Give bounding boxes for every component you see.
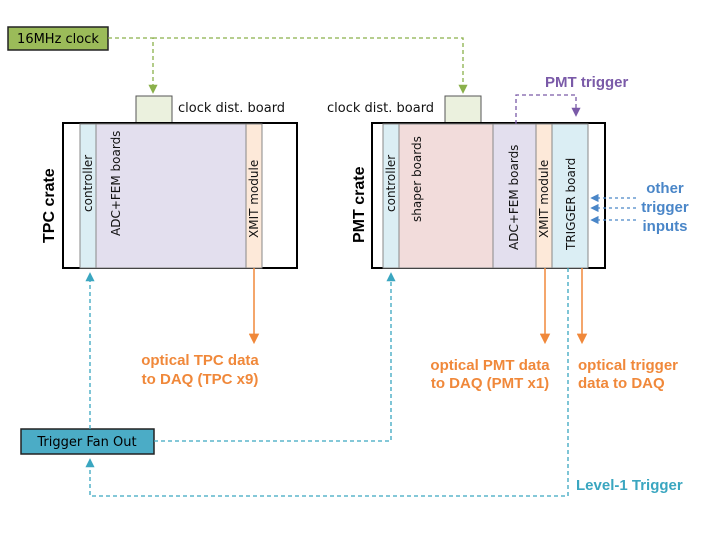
tpc-crate-title: TPC crate bbox=[41, 168, 58, 243]
pmt-clock-board-label: clock dist. board bbox=[327, 101, 434, 116]
level1-trigger-line bbox=[85, 268, 569, 497]
trigger-output-line1: optical trigger bbox=[578, 357, 678, 374]
pmt-adc-fem-slot bbox=[492, 123, 537, 269]
pmt-trigger-line bbox=[515, 94, 581, 124]
pmt-crate-title: PMT crate bbox=[351, 166, 368, 243]
tpc-clock-board bbox=[135, 95, 173, 124]
clock-line-tpc bbox=[108, 37, 158, 94]
fanout-to-pmt-line bbox=[154, 272, 396, 442]
pmt-output-line1: optical PMT data bbox=[430, 357, 550, 374]
pmt-adc-fem-label: ADC+FEM boards bbox=[507, 145, 521, 250]
tpc-adc-fem-label: ADC+FEM boards bbox=[109, 131, 123, 236]
tpc-output-line2: to DAQ (TPC x9) bbox=[142, 371, 259, 388]
pmt-shaper-slot bbox=[398, 123, 494, 269]
clock-source-label: 16MHz clock bbox=[17, 32, 99, 47]
pmt-shaper-label: shaper boards bbox=[410, 136, 424, 222]
pmt-trigger-label: PMT trigger bbox=[545, 74, 628, 91]
pmt-trigger-board-label: TRIGGER board bbox=[564, 158, 578, 251]
tpc-xmit-label: XMIT module bbox=[247, 160, 261, 238]
pmt-output-line2: to DAQ (PMT x1) bbox=[431, 375, 549, 392]
level1-trigger-label: Level-1 Trigger bbox=[576, 477, 683, 494]
trigger-fanout-label: Trigger Fan Out bbox=[36, 435, 136, 450]
tpc-clock-board-label: clock dist. board bbox=[178, 101, 285, 116]
other-inputs-line1: other bbox=[646, 180, 684, 197]
pmt-clock-board bbox=[444, 95, 482, 124]
tpc-controller-label: controller bbox=[81, 155, 95, 212]
pmt-controller-label: controller bbox=[384, 155, 398, 212]
other-inputs-line2: trigger bbox=[641, 199, 689, 216]
trigger-output-line2: data to DAQ bbox=[578, 375, 665, 392]
pmt-trigger-slot bbox=[551, 123, 589, 269]
pmt-xmit-label: XMIT module bbox=[537, 160, 551, 238]
other-inputs-line3: inputs bbox=[643, 218, 688, 235]
clock-line-pmt bbox=[153, 37, 468, 94]
tpc-output-line1: optical TPC data bbox=[141, 352, 259, 369]
